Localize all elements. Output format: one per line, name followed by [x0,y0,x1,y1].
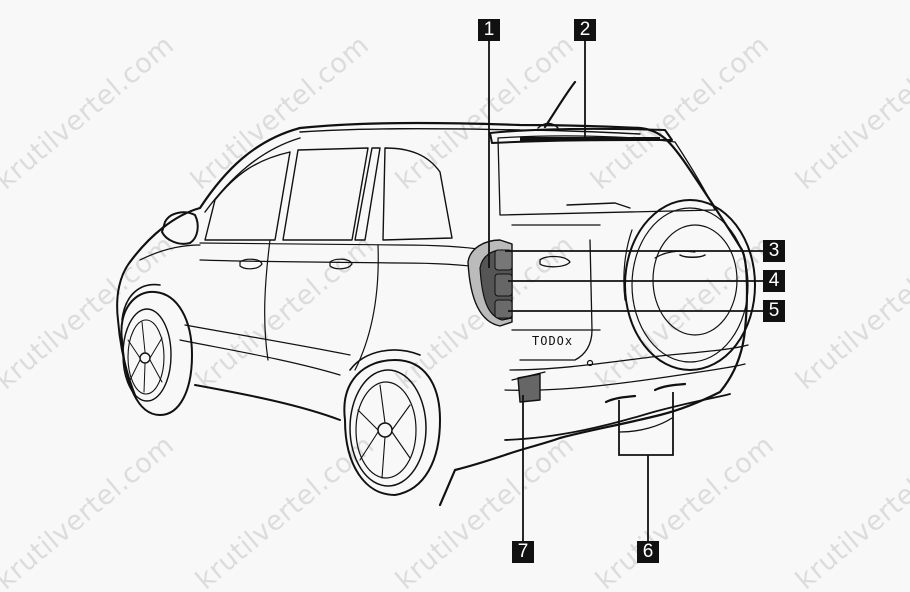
rear-wheel [343,349,441,496]
front-wheel [120,283,193,416]
callout-7: 7 [512,541,534,563]
body-outline [116,121,749,507]
rear-wiper [566,202,631,209]
rear-window [497,135,716,216]
rear-combination-lamp [467,239,513,327]
leader-6 [618,392,674,541]
callout-2: 2 [574,19,596,41]
callout-5: 5 [763,300,785,322]
callout-6: 6 [637,541,659,563]
callout-4: 4 [763,270,785,292]
callout-1: 1 [478,19,500,41]
rear-bumper [504,344,749,441]
callout-3: 3 [763,240,785,262]
tailgate [511,224,601,367]
rear-spoiler [489,127,673,144]
side-mirror [161,211,199,245]
model-badge: TODOx [532,334,573,348]
high-mount-stop-lamp [520,137,660,141]
side-windows [204,147,453,241]
